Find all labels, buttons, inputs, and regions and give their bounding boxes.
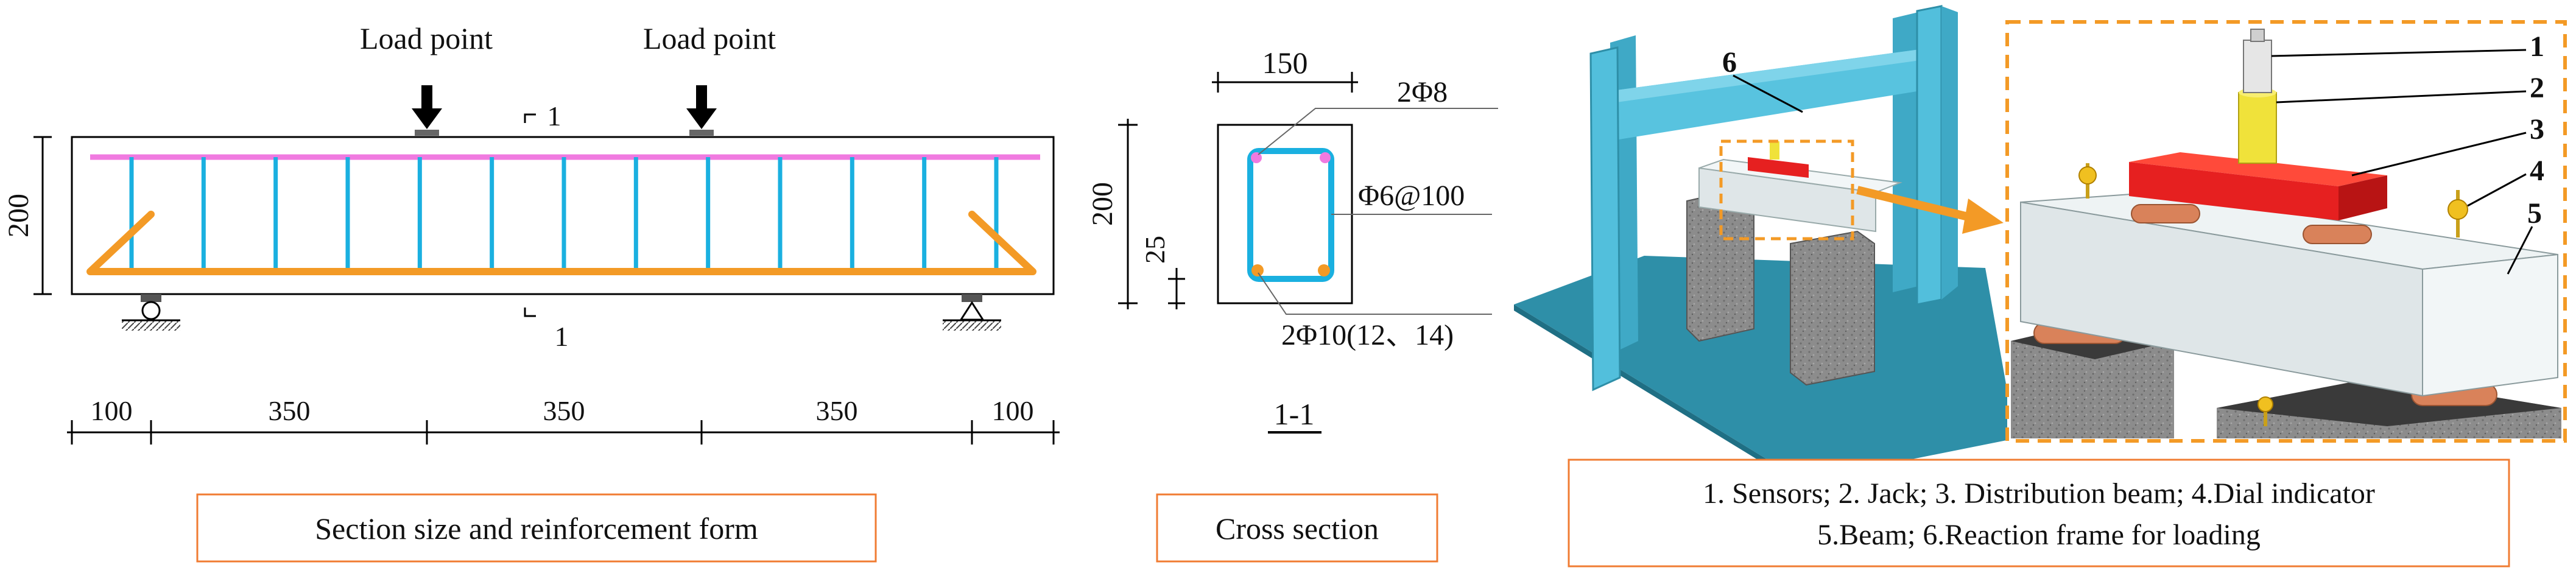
setup-legend-box — [1568, 459, 2510, 568]
load-arrow-right-icon — [686, 85, 717, 136]
component-number-3: 3 — [2530, 113, 2544, 146]
component-leader-5 — [2507, 226, 2533, 275]
dial-indicator-bottom-icon — [2258, 396, 2273, 426]
section-height-label: 200 — [1086, 182, 1119, 226]
base-plate-edge — [1514, 304, 1803, 487]
frame-leader — [1733, 74, 1803, 113]
component-leader-4 — [2467, 173, 2527, 207]
detail-beam-end — [2422, 253, 2558, 397]
component-leader-1 — [2271, 49, 2527, 57]
base-plate — [1514, 256, 2016, 481]
component-leader-3 — [2351, 132, 2527, 177]
frame-crossbeam-top — [1608, 49, 1924, 104]
setup-legend-line-1: 1. Sensors; 2. Jack; 3. Distribution bea… — [1703, 477, 2375, 510]
support-right-icon — [943, 294, 1001, 331]
detail-sensor — [2243, 40, 2272, 93]
detail-sensor-cap — [2250, 29, 2265, 42]
frame-column-right-side — [1941, 6, 1958, 300]
cross-section-caption: Cross section — [1216, 511, 1379, 546]
elevation-caption: Section size and reinforcement form — [315, 511, 758, 546]
bottom-bar — [86, 211, 1036, 275]
section-cut-mark-top — [524, 113, 536, 123]
span-label-5: 100 — [992, 395, 1034, 426]
top-bar-right — [1320, 152, 1331, 163]
component-number-4: 4 — [2530, 155, 2544, 187]
span-label-4: 350 — [816, 395, 858, 426]
mini-jack — [1770, 141, 1779, 160]
width-label: 150 — [1262, 46, 1308, 80]
load-arrow-left-icon — [412, 85, 442, 136]
section-cut-mark-bottom — [524, 308, 536, 317]
bottom-bar-leader — [1258, 272, 1492, 315]
top-bar-label: 2Φ8 — [1397, 76, 1448, 108]
beam-outline — [71, 136, 1055, 295]
beam-elevation: Load point Load point 1 1 200 — [2, 21, 1060, 563]
detail-load-roller-right — [2303, 225, 2372, 244]
detail-load-roller-left — [2131, 204, 2200, 223]
top-bar-leader — [1258, 108, 1498, 155]
detail-distribution-beam-front — [2129, 162, 2338, 220]
support-left-icon — [122, 294, 180, 331]
loading-setup: 6 — [1514, 5, 2567, 568]
cross-section: 150 200 25 2Φ8 Φ6@100 2Φ10(12、14) 1-1 Cr… — [1086, 46, 1498, 563]
top-bar-left — [1251, 152, 1262, 163]
elevation-caption-box — [196, 493, 877, 563]
height-label: 200 — [2, 194, 35, 237]
component-number-5: 5 — [2527, 197, 2542, 230]
bottom-bar-label: 2Φ10(12、14) — [1281, 319, 1454, 351]
frame-crossbeam — [1608, 49, 1924, 141]
cover-label: 25 — [1139, 236, 1170, 264]
stirrups — [129, 157, 999, 272]
section-title: 1-1 — [1274, 397, 1315, 431]
frame-column-right-front — [1916, 5, 1943, 306]
setup-legend-line-2: 5.Beam; 6.Reaction frame for loading — [1817, 519, 2261, 551]
load-point-label-right: Load point — [643, 21, 776, 55]
detail-jack — [2238, 92, 2277, 164]
span-dimension-ticks — [71, 420, 1055, 445]
load-point-label-left: Load point — [360, 21, 493, 55]
span-label-1: 100 — [91, 395, 133, 426]
zoom-source-box — [1719, 139, 1854, 241]
mini-distribution-beam — [1748, 157, 1809, 178]
detail-distribution-beam-top — [2129, 152, 2387, 186]
detail-distribution-beam-end — [2338, 175, 2387, 220]
dial-indicator-right-icon — [2448, 190, 2468, 237]
span-label-2: 350 — [269, 395, 311, 426]
component-number-1: 1 — [2530, 30, 2544, 63]
detail-support-left — [2011, 323, 2174, 438]
bottom-bar-right — [1318, 264, 1330, 276]
section-cut-label-bottom: 1 — [555, 321, 569, 352]
zoom-arrow-icon — [1856, 186, 2004, 234]
span-label-3: 350 — [543, 395, 585, 426]
stirrup-label: Φ6@100 — [1358, 180, 1465, 212]
dial-indicator-left-icon — [2078, 163, 2097, 199]
section-cut-label-top: 1 — [547, 100, 561, 132]
zoom-detail — [2011, 29, 2561, 438]
bottom-bar-left — [1251, 264, 1264, 276]
frame-number: 6 — [1722, 46, 1737, 79]
component-leader-2 — [2276, 90, 2527, 104]
frame-column-left-front — [1589, 46, 1621, 392]
detail-support-right-top — [2217, 378, 2561, 426]
component-number-2: 2 — [2530, 72, 2544, 104]
support-block-right — [1790, 230, 1875, 386]
cross-section-caption-box — [1156, 493, 1438, 563]
